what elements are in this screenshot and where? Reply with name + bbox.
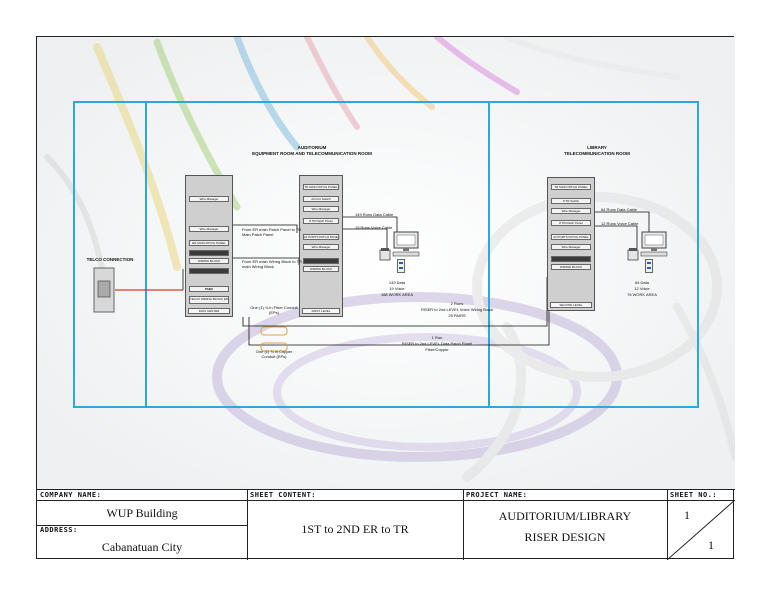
er-to-tr1-patch-line <box>233 224 298 233</box>
tr1-rack-unit: 24 PORTS PATCH PANEL <box>303 234 339 240</box>
faceplate-icon <box>645 259 653 273</box>
er-rack-label: DATA CENTER <box>188 308 230 314</box>
address-value: Cabanatuan City <box>101 540 183 554</box>
auditorium-subtitle: EQUIPMENT ROOM AND TELECOMMUNICATION ROO… <box>252 151 372 156</box>
fiber-conduit-marker <box>260 326 288 336</box>
sheet-content-value: 1ST to 2ND ER to TR <box>301 522 409 536</box>
tr1-rack-unit: Wire Manager <box>303 244 339 250</box>
project-name-line1: AUDITORIUM/LIBRARY <box>498 509 632 523</box>
address-heading: ADDRESS: <box>40 526 78 534</box>
er-patch-panel-note: From ER main Patch Panel to TR Main Patc… <box>242 227 302 237</box>
tr2-work-area-total: 76 WORK AREA <box>627 292 657 297</box>
riser-data-note: RISER to 2nd LEVEL Data Patch Panel <box>401 341 473 346</box>
library-title: LIBRARY <box>587 145 607 150</box>
tr2-voice-cable-line <box>595 225 638 249</box>
tr2-rack-unit: Wire Manager <box>551 208 591 214</box>
tr2-work-area-voice: 12 Voice <box>634 286 650 291</box>
tr1-rack-unit <box>303 258 339 264</box>
company-name-value: WUP Building <box>106 506 178 520</box>
er-rack-unit <box>189 250 229 256</box>
tr1-rack-unit: WIRING BLOCK <box>303 266 339 272</box>
tr2-rack-unit: 8 TR Switch <box>551 198 591 204</box>
sheet-number-heading: SHEET NO.: <box>670 491 718 499</box>
company-name-heading: COMPANY NAME: <box>40 491 102 499</box>
library-subtitle: TELECOMMUNICATION ROOM <box>564 151 630 156</box>
riser-data-line <box>248 277 550 346</box>
sheet-number: 1 <box>684 508 690 522</box>
tr2-rack-unit: WIRING BLOCK <box>551 264 591 270</box>
telco-box-icon <box>93 267 115 313</box>
tr2-rack-unit <box>551 256 591 262</box>
tr1-work-area-data: 149 Data <box>388 280 406 285</box>
faceplate-icon <box>397 259 405 273</box>
background-cable-photo <box>37 37 735 489</box>
sheet-total: 1 <box>708 538 714 552</box>
riser-voice-pairs: 25 PAIRS <box>448 313 466 318</box>
tr2-rack-unit: 8 TR Patch Panel <box>551 220 591 226</box>
copper-conduit-marker <box>260 342 288 352</box>
project-name-line2: RISER DESIGN <box>524 530 606 544</box>
er-rack-unit <box>189 268 229 274</box>
tr2-data-cable-label: 64 Runs Data Cable <box>601 207 638 212</box>
telephone-icon <box>627 248 639 261</box>
er-rack-unit: TELCO WIRING BLOCK ER <box>189 296 229 304</box>
tr2-work-area-data: 64 Data <box>634 280 649 285</box>
er-rack-unit: ER MAIN PATCH PANEL <box>189 240 229 246</box>
sheet-number-divider <box>667 500 735 560</box>
tr1-voice-cable-line <box>343 228 388 249</box>
riser-data-runs: 1 Run <box>431 335 443 340</box>
auditorium-title: AUDITORIUM <box>297 145 327 150</box>
tr1-data-cable-label: 149 Runs Data Cable <box>355 212 394 217</box>
telephone-icon <box>379 248 391 261</box>
tr2-data-cable-line <box>595 211 650 237</box>
project-name-heading: PROJECT NAME: <box>466 491 528 499</box>
tr1-rack: TR MAIN PATCH PANEL 24 Port Switch Wire … <box>299 175 343 317</box>
tr2-rack-unit: 24 PORTS PATCH PANEL <box>551 234 591 240</box>
tr2-voice-cable-label: 12 Runs Voice Cable <box>601 221 639 226</box>
tr1-work-area-total: 168 WORK AREA <box>380 292 413 297</box>
tr2-rack: TR MAIN PATCH PANEL 8 TR Switch Wire Man… <box>547 177 595 311</box>
cable-lines <box>115 211 650 352</box>
er-rack-unit: Wire Manager <box>189 226 229 232</box>
tr1-voice-cable-label: 19 Runs Voice Cable <box>355 225 393 230</box>
library-area-frame <box>488 101 699 408</box>
riser-voice-runs: 2 Runs <box>450 301 464 306</box>
telco-connection-label: TELCO CONNECTION <box>86 257 134 262</box>
tr1-rack-unit: 8 TR Patch Panel <box>303 218 339 224</box>
tr1-rack-unit: Wire Manager <box>303 206 339 212</box>
drawing-sheet: AUDITORIUM EQUIPMENT ROOM AND TELECOMMUN… <box>36 36 735 560</box>
fiber-conduit-note: One (1) ¾ in Fiber Conduit (EPs) <box>250 305 298 315</box>
computer-icon <box>640 231 668 257</box>
tr2-rack-label: SECOND LEVEL <box>550 302 592 308</box>
copper-conduit-note: One (1) ¾ in Copper Conduit (EPs) <box>255 349 293 359</box>
riser-voice-note: RISER to 2nd LEVEL Voice Wiring Block <box>420 307 494 312</box>
pabx-unit: PABX <box>189 286 229 292</box>
tr1-rack-unit: TR MAIN PATCH PANEL <box>303 184 339 190</box>
tr1-rack-unit: 24 Port Switch <box>303 196 339 202</box>
tr2-rack-unit: Wire Manager <box>551 244 591 250</box>
tr2-rack-unit: TR MAIN PATCH PANEL <box>551 184 591 190</box>
tr1-data-cable-line <box>343 216 398 235</box>
er-wiring-block-note: From ER main Wiring Block to TR main Wir… <box>242 259 302 269</box>
computer-icon <box>392 231 420 257</box>
er-rack-unit: Wire Manager <box>189 196 229 202</box>
sheet-content-heading: SHEET CONTENT: <box>250 491 317 499</box>
er-rack-unit: WIRING BLOCK <box>189 258 229 264</box>
er-rack: Wire Manager Wire Manager ER MAIN PATCH … <box>185 175 233 317</box>
riser-data-media: Fiber/Copper <box>425 347 449 352</box>
tr1-rack-label: FIRST LEVEL <box>302 308 340 314</box>
title-block: COMPANY NAME: WUP Building ADDRESS: Caba… <box>37 489 735 560</box>
tr1-work-area-voice: 19 Voice <box>389 286 405 291</box>
